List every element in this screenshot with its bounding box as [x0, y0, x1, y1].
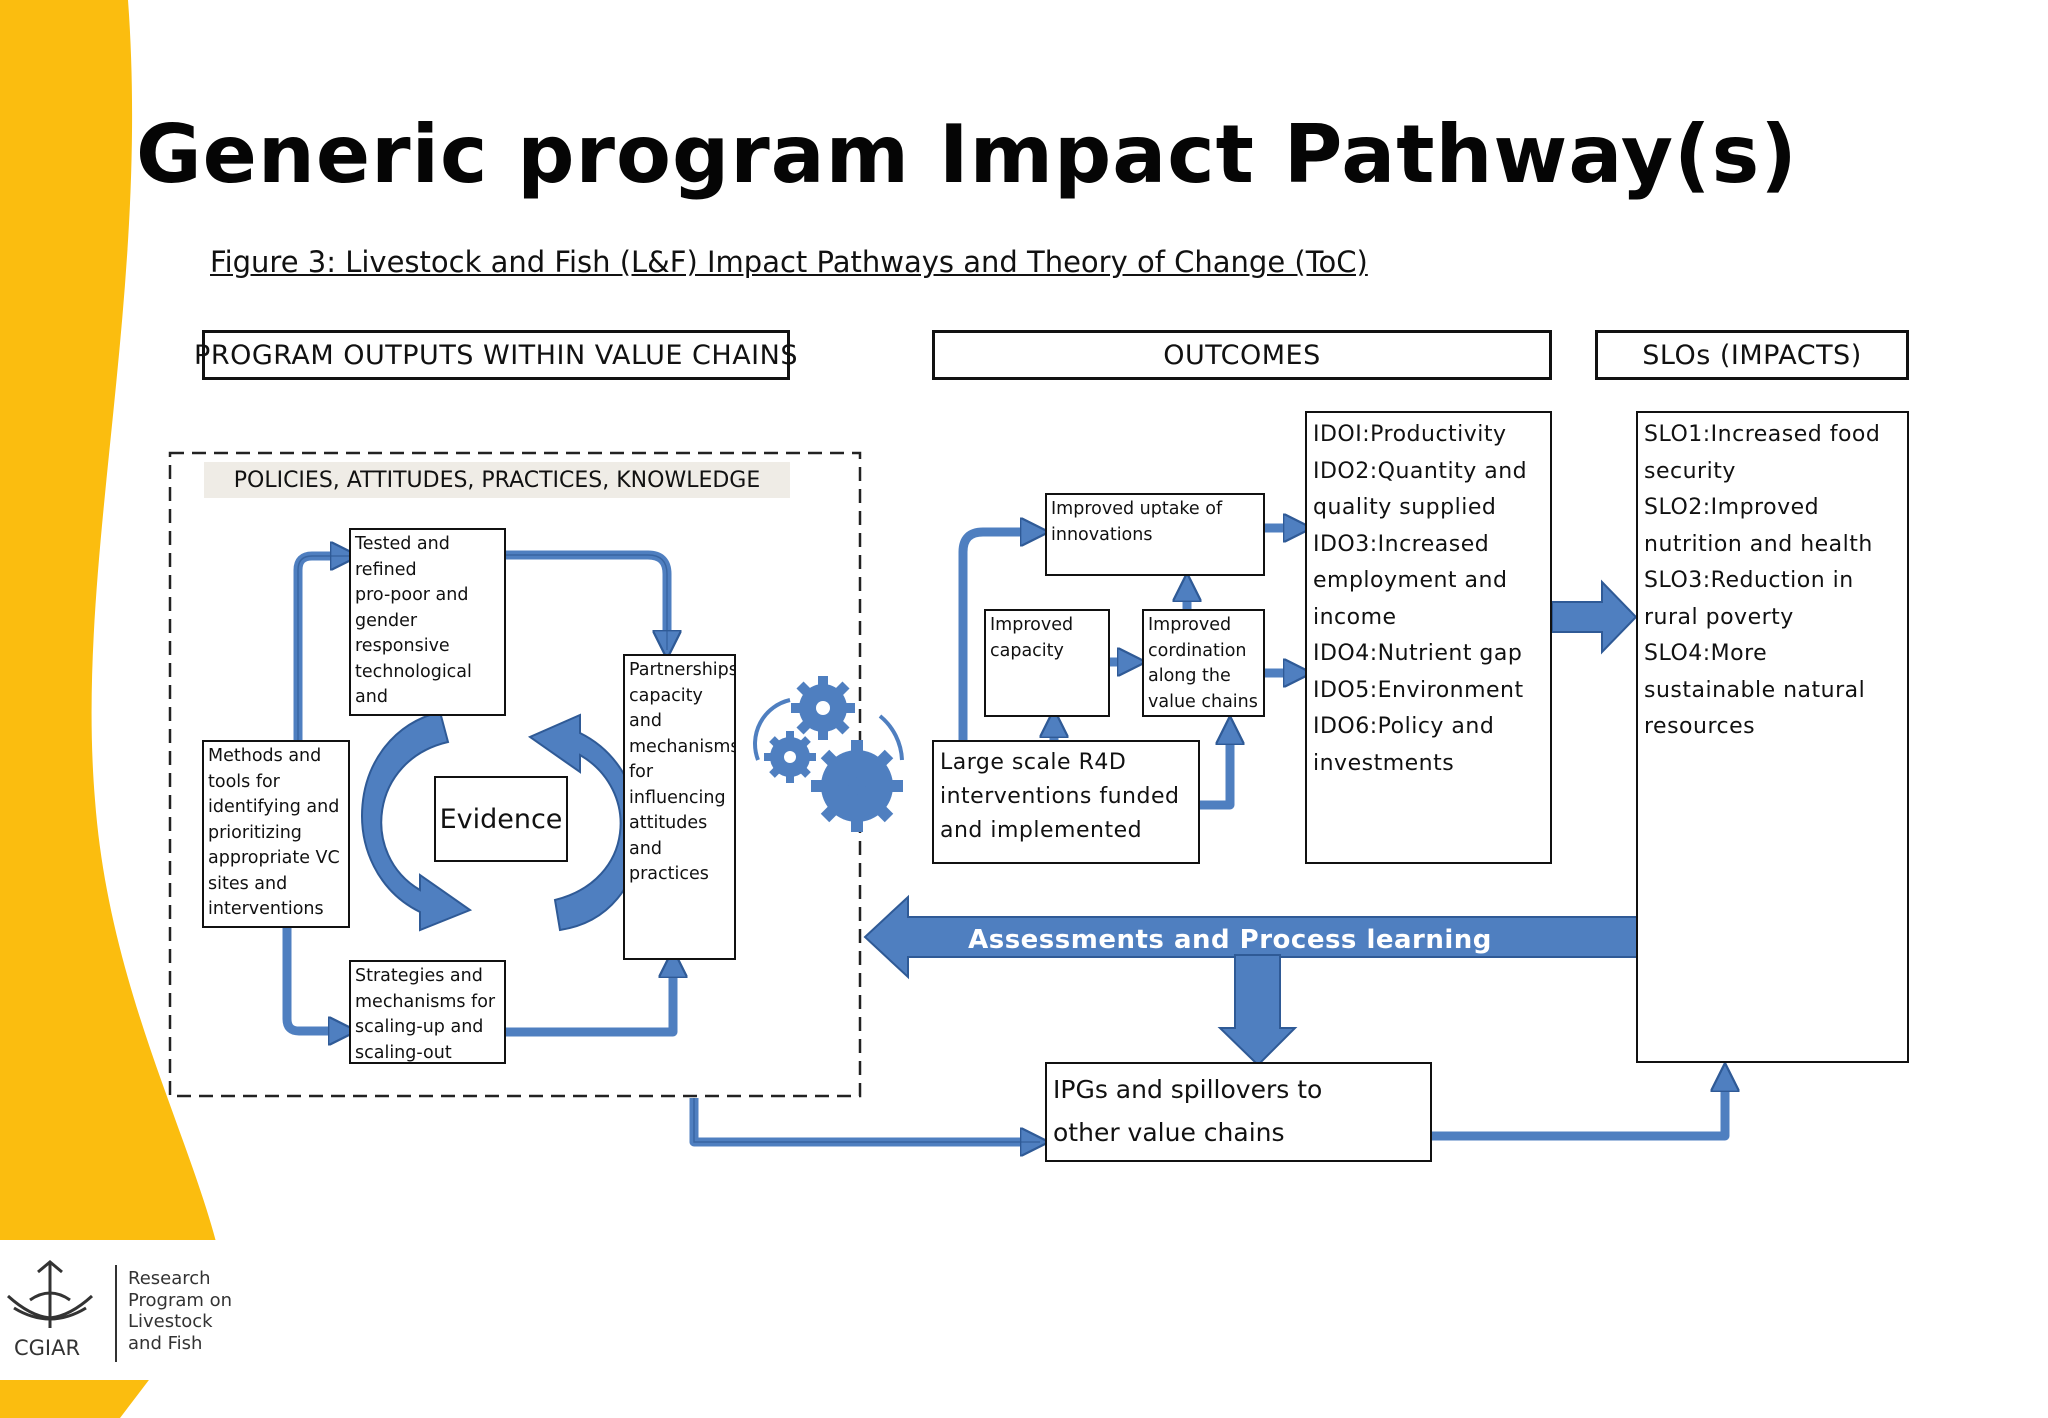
- ipgs-spillovers-box: IPGs and spillovers to other value chain…: [1045, 1062, 1432, 1162]
- cgiar-logo-text: CGIAR: [14, 1336, 81, 1360]
- header-outcomes: OUTCOMES: [932, 330, 1552, 380]
- program-outputs-container: [168, 451, 862, 1098]
- assessments-label: Assessments and Process learning: [968, 925, 1492, 955]
- yellow-accent-swoosh: [0, 0, 225, 1418]
- arrow-assessments-to-ipgs: [1217, 954, 1298, 1067]
- improved-coordination-box: Improved cordination along the value cha…: [1142, 609, 1265, 717]
- gears-icon: [753, 676, 904, 832]
- policies-banner: POLICIES, ATTITUDES, PRACTICES, KNOWLEDG…: [204, 462, 790, 498]
- arrow-r4d-to-coordination: [1200, 725, 1230, 810]
- ido-list-box: IDOI:Productivity IDO2:Quantity and qual…: [1305, 411, 1552, 864]
- arrow-r4d-to-uptake: [958, 532, 1040, 742]
- cycle-arrow-right: [527, 713, 641, 932]
- partnerships-box: Partnerships, capacity and mechanisms fo…: [623, 654, 736, 960]
- assessments-feedback-arrow: [863, 894, 1638, 980]
- arrow-idos-to-slos: [1551, 579, 1638, 655]
- methods-tools-box: Methods and tools for identifying and pr…: [202, 740, 350, 928]
- improved-capacity-box: Improved capacity: [984, 609, 1110, 717]
- cycle-arrow-left: [361, 710, 473, 932]
- arrow-methods-to-strategies: [282, 928, 348, 1031]
- program-logo-text: Research Program on Livestock and Fish: [128, 1268, 233, 1354]
- evidence-cycle-arrows: [361, 710, 641, 932]
- tested-innovations-box: Tested and refined pro-poor and gender r…: [349, 528, 506, 716]
- arrow-outputs-to-ipgs: [689, 1098, 1040, 1142]
- improved-uptake-box: Improved uptake of innovations: [1045, 493, 1265, 576]
- large-scale-r4d-box: Large scale R4D interventions funded and…: [932, 740, 1200, 864]
- cgiar-logo-mark: [6, 1260, 117, 1362]
- arrow-ipgs-to-slos: [1432, 1072, 1725, 1141]
- slo-list-box: SLO1:Increased food security SLO2:Improv…: [1636, 411, 1909, 1063]
- evidence-box: Evidence: [434, 776, 568, 862]
- arrow-methods-to-tested: [293, 556, 350, 740]
- arrow-tested-to-partnerships: [506, 550, 667, 650]
- arrow-strategies-to-partnerships: [506, 958, 673, 1037]
- strategies-box: Strategies and mechanisms for scaling-up…: [349, 960, 506, 1064]
- figure-caption: Figure 3: Livestock and Fish (L&F) Impac…: [210, 245, 1368, 279]
- slide-title: Generic program Impact Pathway(s): [136, 108, 1798, 201]
- header-program-outputs: PROGRAM OUTPUTS WITHIN VALUE CHAINS: [194, 330, 797, 380]
- header-slos: SLOs (IMPACTS): [1595, 330, 1909, 380]
